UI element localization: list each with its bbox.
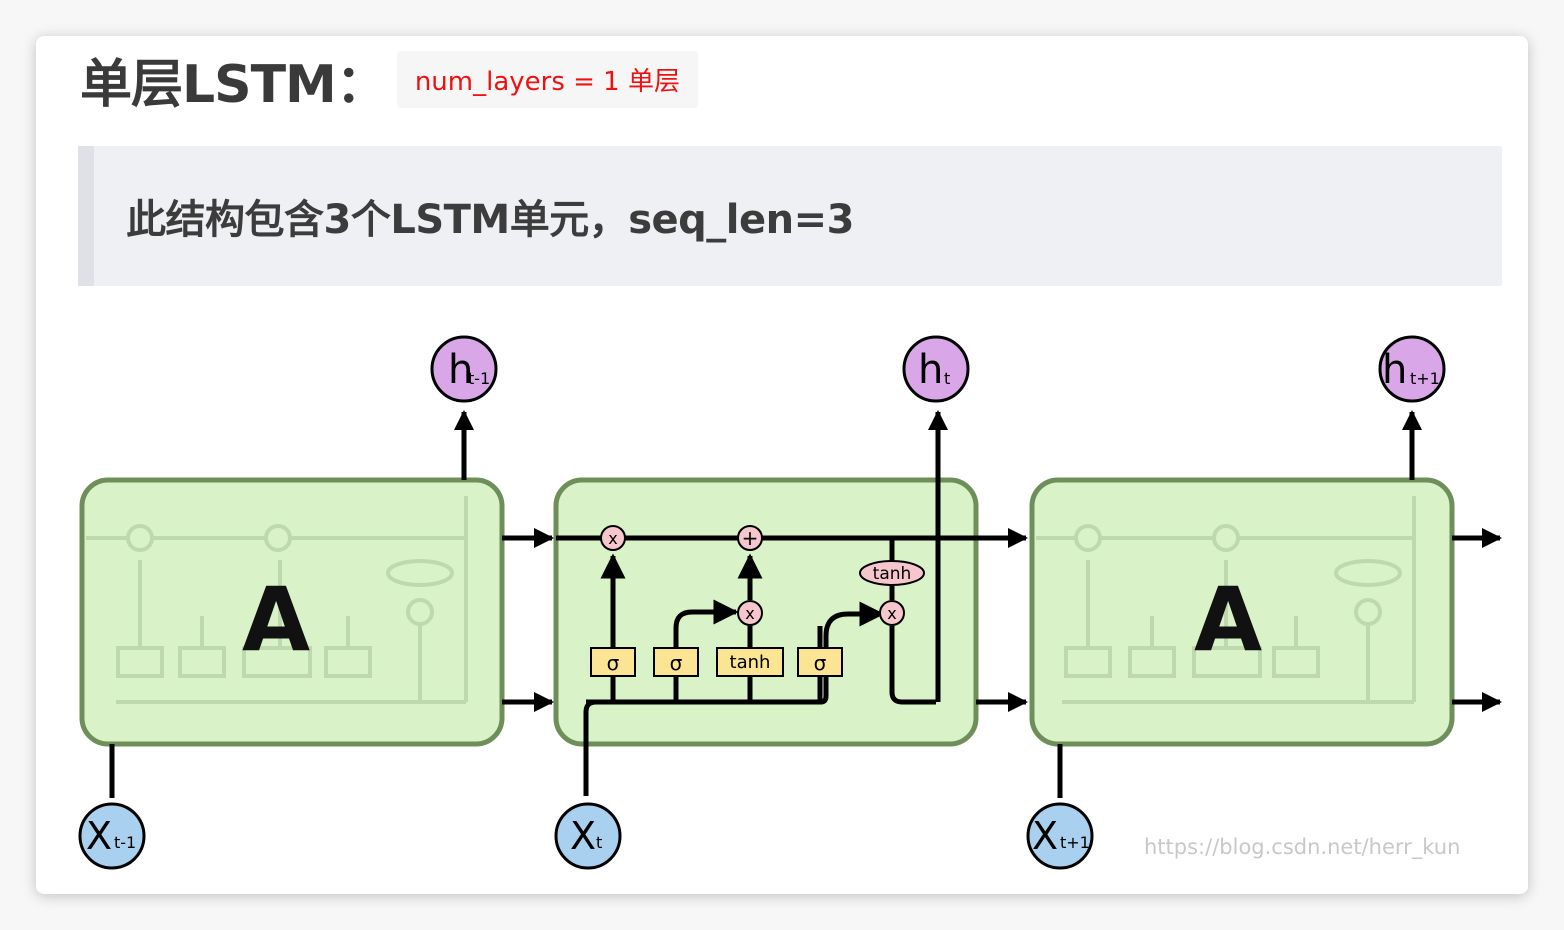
faded-internals-right: [1036, 496, 1416, 704]
op-multiply-output: x: [887, 604, 896, 623]
blockquote: 此结构包含3个LSTM单元，seq_len=3: [78, 146, 1502, 286]
output-main: h: [1382, 347, 1407, 393]
output-sub: t: [944, 369, 950, 388]
input-main: X: [86, 814, 112, 858]
input-sub: t-1: [114, 833, 136, 852]
output-main: h: [448, 347, 473, 393]
input-sub: t: [596, 833, 602, 852]
lstm-cell-left: A: [79, 477, 505, 747]
input-node-t-1: X t-1: [78, 802, 146, 870]
page-title: 单层LSTM：: [80, 54, 388, 115]
content-card: 单层LSTM： num_layers = 1 单层 此结构包含3个LSTM单元，…: [36, 36, 1528, 894]
input-sub: t+1: [1060, 833, 1090, 852]
output-node-t+1: h t+1: [1378, 335, 1446, 403]
gate-input: σ: [670, 651, 683, 675]
op-tanh: tanh: [873, 564, 912, 584]
heading: 单层LSTM： num_layers = 1 单层: [80, 44, 698, 115]
state-arrows: [109, 410, 1502, 798]
cell-label-right: A: [1194, 568, 1262, 671]
faded-internals-left: [86, 496, 468, 704]
lstm-cell-right: A: [1029, 477, 1455, 747]
gate-output: σ: [814, 651, 827, 675]
output-sub: t+1: [1410, 369, 1440, 388]
op-add: +: [742, 526, 759, 550]
inline-code: num_layers = 1 单层: [396, 50, 698, 108]
output-main: h: [918, 347, 943, 393]
output-node-t: h t: [902, 335, 970, 403]
lstm-diagram: A x +: [78, 335, 1502, 870]
lstm-cell-middle: x + x x tanh σ σ tanh σ: [553, 477, 979, 796]
input-node-t+1: X t+1: [1026, 802, 1094, 870]
op-multiply-input: x: [745, 604, 754, 623]
output-node-t-1: h t-1: [430, 335, 498, 403]
gate-forget: σ: [607, 651, 620, 675]
output-sub: t-1: [468, 369, 490, 388]
op-multiply-forget: x: [608, 529, 617, 548]
input-main: X: [1032, 814, 1058, 858]
gate-candidate: tanh: [730, 652, 771, 673]
cell-label-left: A: [242, 568, 310, 671]
blockquote-text: 此结构包含3个LSTM单元，seq_len=3: [126, 197, 854, 243]
input-node-t: X t: [554, 802, 622, 870]
input-main: X: [570, 814, 596, 858]
watermark: https://blog.csdn.net/herr_kun: [1144, 835, 1460, 860]
